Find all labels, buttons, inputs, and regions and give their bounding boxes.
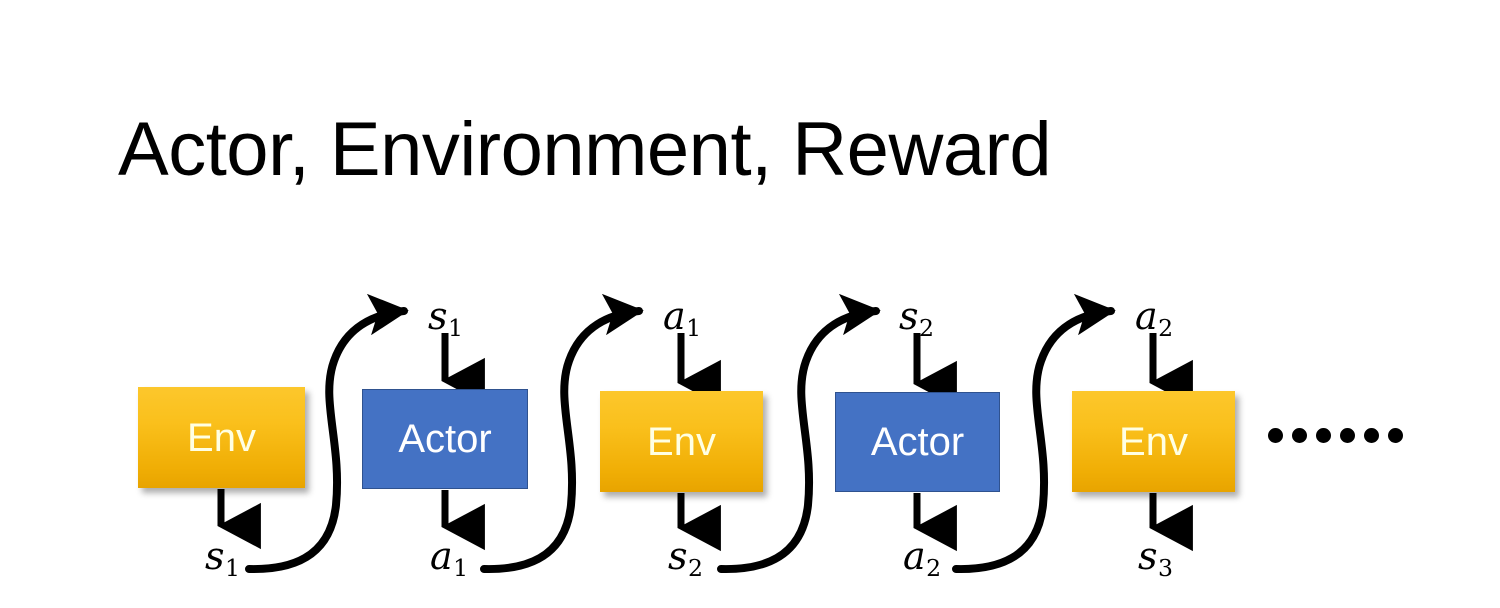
symbol-base: a (1135, 294, 1158, 338)
symbol-subscript: 2 (918, 314, 934, 343)
ellipsis-dot (1292, 428, 1307, 443)
down-arrows-out-of-nodes (217, 489, 1193, 552)
symbol-subscript: 3 (1157, 554, 1173, 583)
continuation-ellipsis-icon (1268, 428, 1403, 443)
symbol-subscript: 2 (926, 554, 942, 583)
label-top-state-1: s1 (428, 294, 463, 340)
node-env-3[interactable]: Env (1072, 391, 1235, 492)
symbol-base: s (668, 534, 688, 578)
label-top-action-2: a2 (1135, 294, 1173, 340)
node-label: Actor (870, 420, 965, 464)
symbol-subscript: 1 (224, 554, 240, 583)
symbol-subscript: 2 (687, 554, 703, 583)
label-bottom-state-3: s3 (1138, 534, 1173, 580)
node-label: Actor (398, 417, 492, 461)
node-env-1[interactable]: Env (138, 387, 305, 488)
ellipsis-group-2 (1340, 428, 1403, 443)
node-actor-2[interactable]: Actor (835, 392, 1000, 492)
label-bottom-action-1: a1 (430, 534, 468, 580)
symbol-base: a (903, 534, 926, 578)
symbol-base: s (899, 294, 919, 338)
label-bottom-state-2: s2 (668, 534, 703, 580)
symbol-subscript: 2 (1158, 314, 1174, 343)
label-top-state-2: s2 (899, 294, 934, 340)
label-top-action-1: a1 (663, 294, 701, 340)
ellipsis-dot (1268, 428, 1283, 443)
symbol-base: s (205, 534, 225, 578)
symbol-base: a (663, 294, 686, 338)
node-env-2[interactable]: Env (600, 391, 763, 492)
node-label: Env (1119, 419, 1188, 464)
node-actor-1[interactable]: Actor (362, 389, 528, 489)
symbol-base: a (430, 534, 453, 578)
page-title: Actor, Environment, Reward (118, 107, 1052, 192)
down-arrows-into-nodes (441, 333, 1193, 408)
ellipsis-dot (1364, 428, 1379, 443)
ellipsis-group-1 (1268, 428, 1331, 443)
symbol-base: s (428, 294, 448, 338)
node-label: Env (187, 415, 256, 460)
symbol-base: s (1138, 534, 1158, 578)
symbol-subscript: 1 (453, 554, 469, 583)
label-bottom-state-1: s1 (205, 534, 240, 580)
node-label: Env (647, 419, 716, 464)
ellipsis-dot (1316, 428, 1331, 443)
ellipsis-dot (1340, 428, 1355, 443)
ellipsis-dot (1388, 428, 1403, 443)
label-bottom-action-2: a2 (903, 534, 941, 580)
symbol-subscript: 1 (686, 314, 702, 343)
symbol-subscript: 1 (447, 314, 463, 343)
